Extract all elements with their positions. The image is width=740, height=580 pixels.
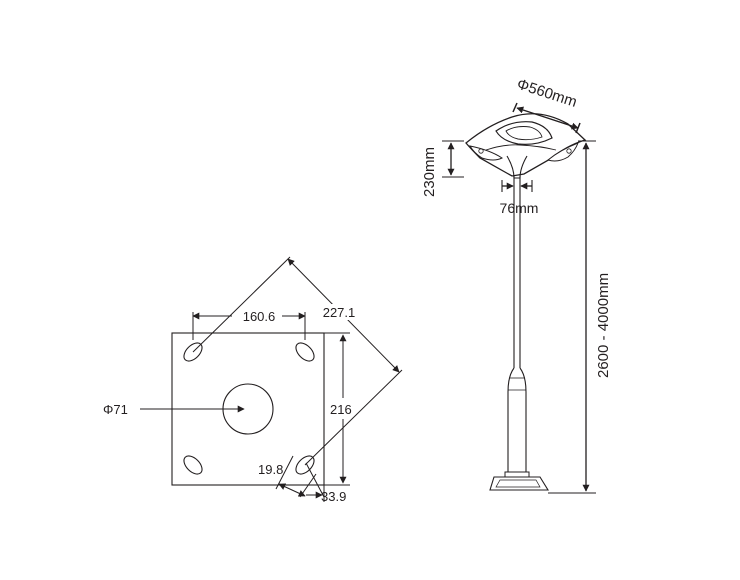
diagonal-label: 227.1 xyxy=(323,305,356,320)
lamp-post-view: Φ560mm 230mm 76mm 2600 - 4000mm xyxy=(421,76,612,494)
lamp-pole xyxy=(489,176,549,491)
dim-plate-size: 216 xyxy=(324,332,352,486)
dim-head-height: 230mm xyxy=(421,140,464,197)
slot-offset-label: 19.8 xyxy=(258,462,283,477)
lamp-head xyxy=(465,113,587,179)
dim-slot-offset: 19.8 xyxy=(258,455,317,498)
mounting-slot-top-right xyxy=(295,342,315,362)
pole-base-plate xyxy=(489,476,549,491)
hole-spacing-label: 160.6 xyxy=(243,309,276,324)
head-height-label: 230mm xyxy=(421,147,438,197)
edge-offset-label: 33.9 xyxy=(321,489,346,504)
head-diameter-label: Φ560mm xyxy=(515,76,579,111)
plate-size-label: 216 xyxy=(330,402,352,417)
center-hole-label: Φ71 xyxy=(103,402,128,417)
pole-diameter-label: 76mm xyxy=(500,200,539,216)
base-plate-view: 160.6 227.1 Φ71 216 19.8 xyxy=(103,256,403,504)
dim-diagonal: 227.1 xyxy=(192,256,403,466)
mounting-slot-bottom-left xyxy=(183,455,203,475)
dim-center-hole: Φ71 xyxy=(103,402,245,417)
pole-base-collar xyxy=(504,471,530,478)
total-height-label: 2600 - 4000mm xyxy=(595,273,612,378)
dim-edge-offset: 33.9 xyxy=(305,462,346,504)
dim-pole-diameter: 76mm xyxy=(500,180,539,216)
dim-total-height: 2600 - 4000mm xyxy=(548,140,612,494)
